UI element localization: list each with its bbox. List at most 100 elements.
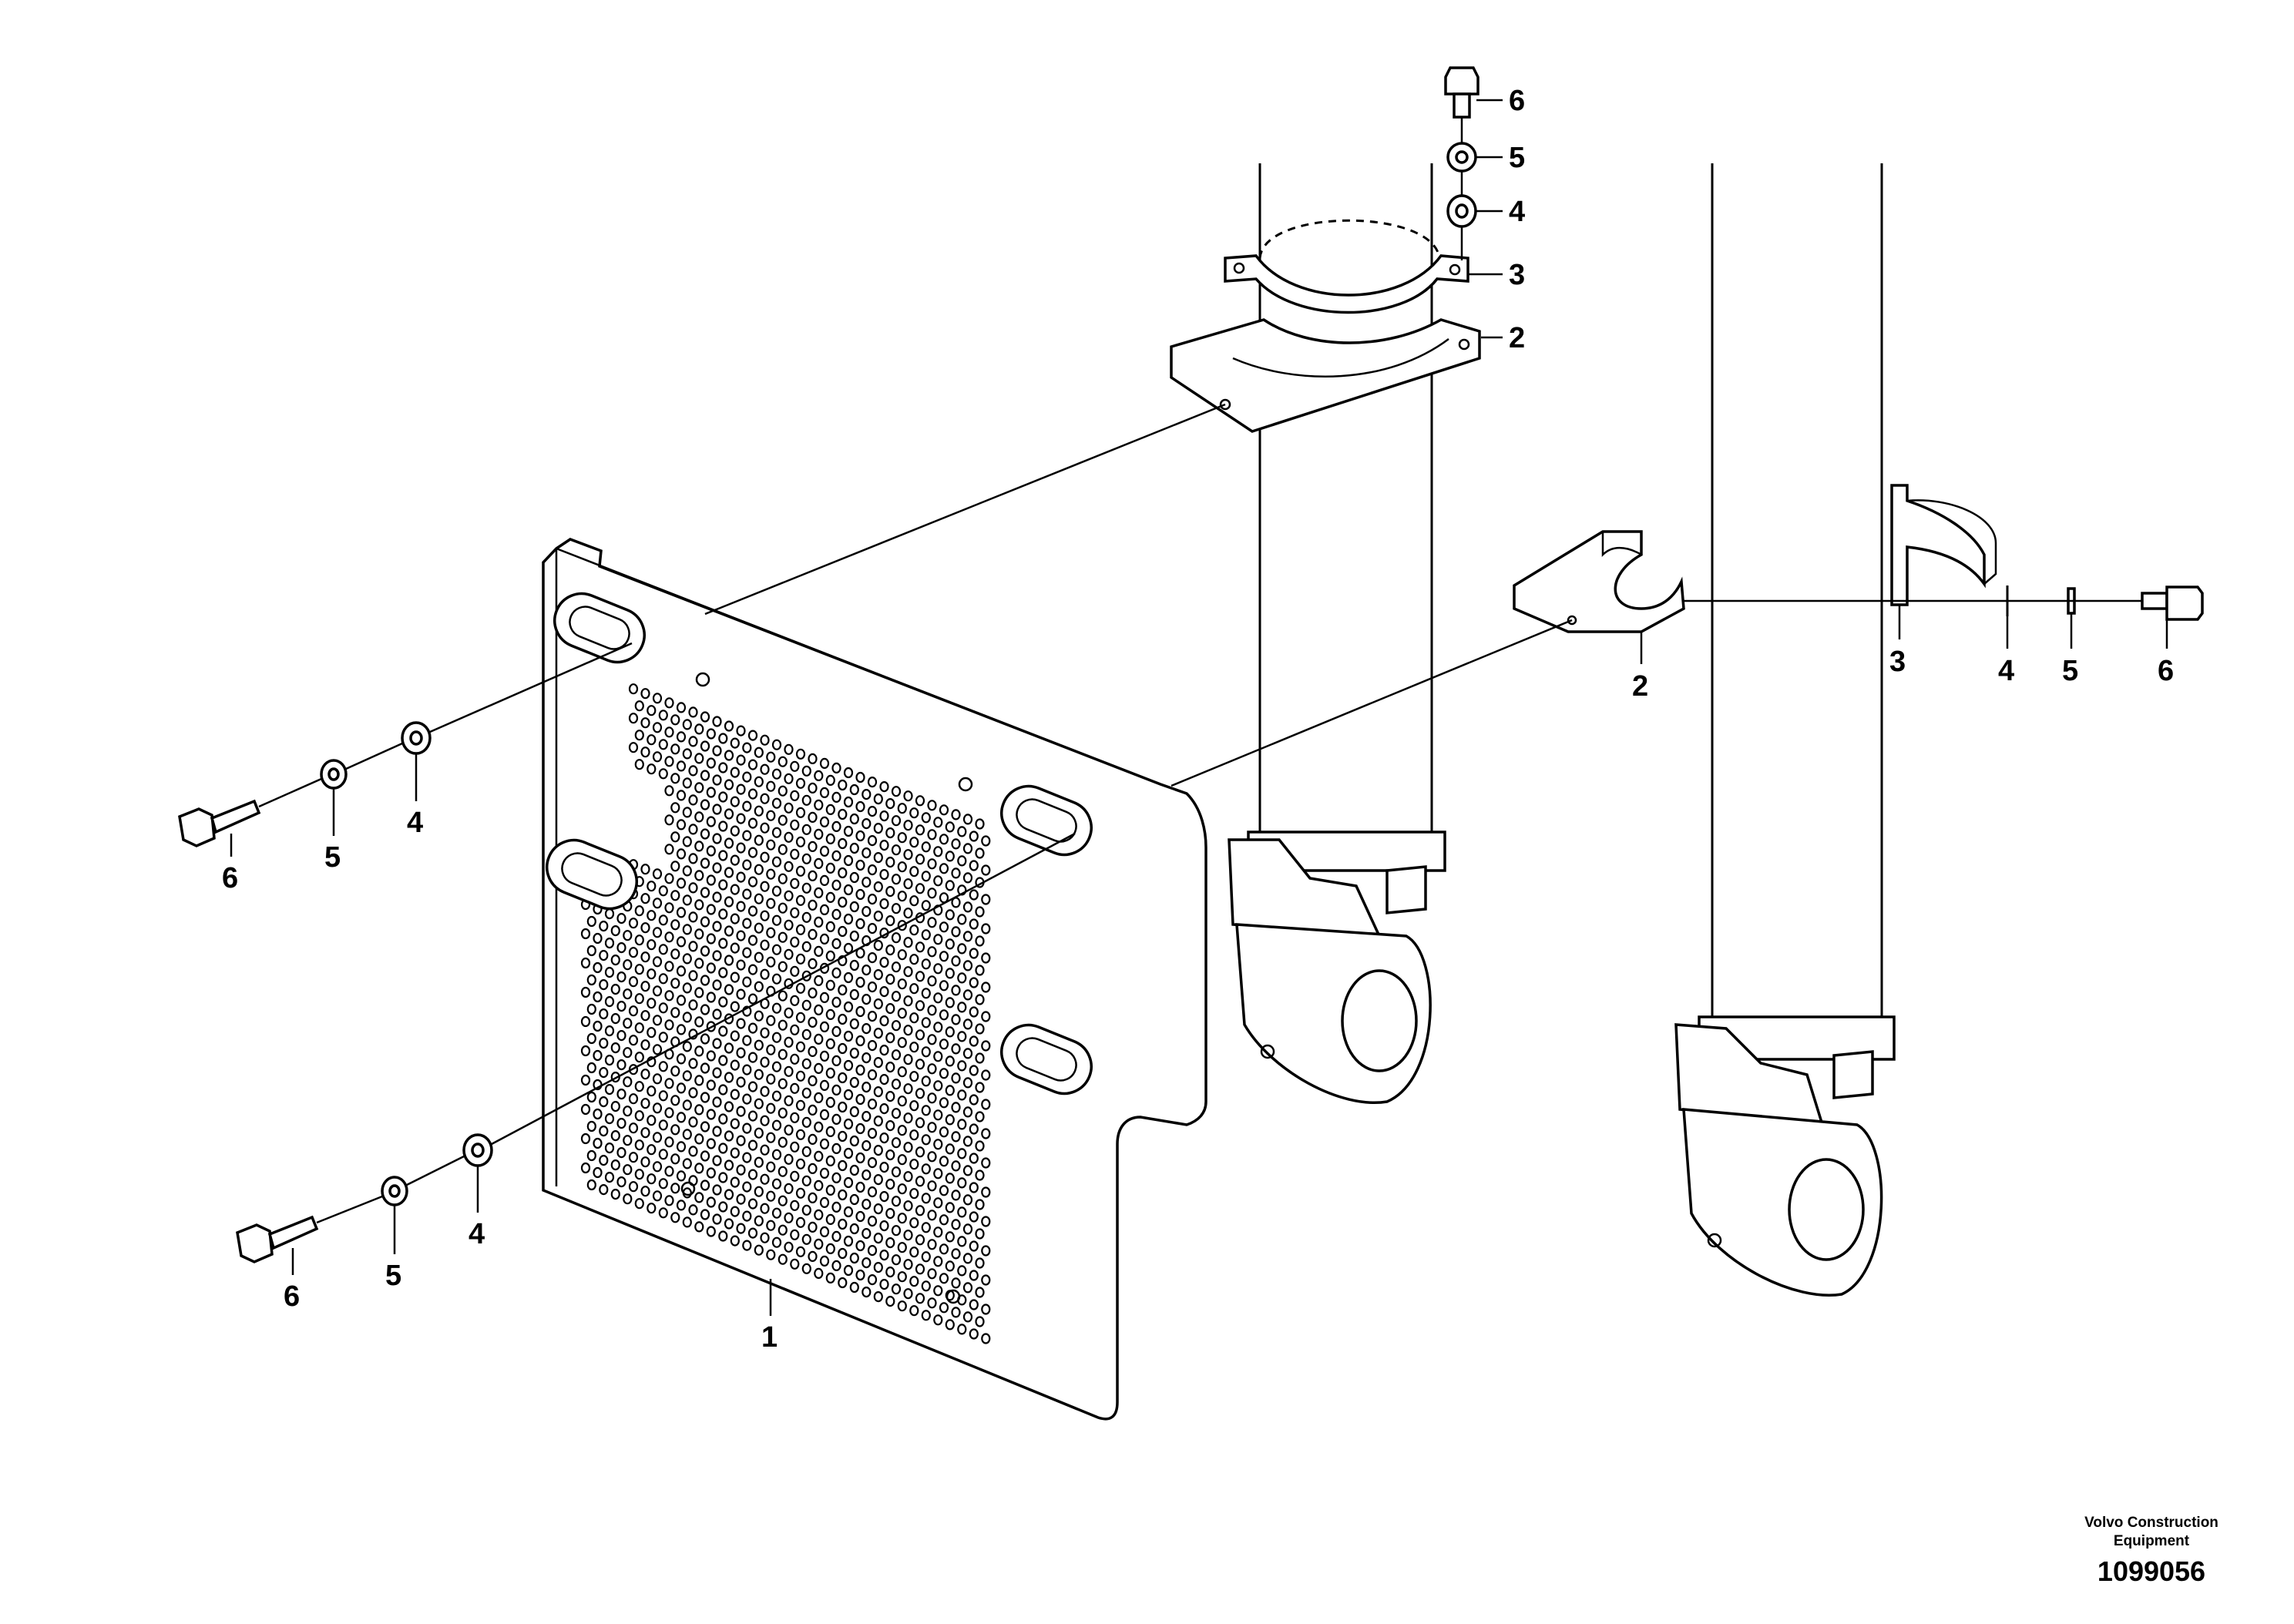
perforation-hole <box>616 1088 626 1100</box>
perforation-hole <box>939 1068 949 1079</box>
perforation-hole <box>951 1160 961 1172</box>
perforation-hole <box>724 896 734 908</box>
perforation-hole <box>909 954 919 965</box>
perforation-hole <box>808 899 818 911</box>
perforation-hole <box>586 974 596 986</box>
perforation-hole <box>933 1022 943 1033</box>
perforation-hole <box>688 970 698 981</box>
perforation-hole <box>801 882 811 894</box>
perforation-hole <box>604 1112 615 1125</box>
perforation-hole <box>981 1040 991 1052</box>
perforation-hole <box>981 864 991 876</box>
perforation-hole <box>849 1281 859 1293</box>
perforation-hole <box>784 831 794 843</box>
callout-panel: 1 <box>761 1321 778 1354</box>
perforation-hole <box>945 1202 955 1213</box>
perforation-hole <box>885 827 895 839</box>
perforation-hole <box>975 818 985 830</box>
perforation-hole <box>915 824 925 836</box>
perforation-hole <box>790 1112 800 1123</box>
perforation-hole <box>742 1093 752 1105</box>
perforation-hole <box>616 1059 626 1071</box>
perforation-hole <box>921 1280 931 1292</box>
perforation-hole <box>778 844 788 855</box>
perforation-hole <box>921 1163 931 1175</box>
perforation-hole <box>915 1263 925 1275</box>
perforation-hole <box>849 783 859 796</box>
perforation-hole <box>879 1073 889 1085</box>
perforation-hole <box>640 864 650 875</box>
perforation-hole <box>801 1058 811 1069</box>
perforation-hole <box>682 1129 692 1140</box>
perforation-hole <box>778 756 788 767</box>
perforation-hole <box>909 1217 919 1229</box>
perforation-hole <box>688 882 698 894</box>
perforation-hole <box>897 1125 907 1136</box>
perforation-hole <box>933 1285 943 1297</box>
washer-a-upper <box>1446 194 1477 228</box>
perforation-hole <box>700 1004 710 1015</box>
perforation-hole <box>915 1293 925 1304</box>
perforation-hole <box>903 1230 913 1241</box>
perforation-hole <box>790 1024 800 1035</box>
perforation-hole <box>766 780 776 792</box>
perforation-hole <box>652 927 663 938</box>
perforation-hole <box>688 1116 698 1128</box>
perforation-hole <box>670 1183 680 1194</box>
perforation-hole <box>873 1261 883 1273</box>
perforation-hole <box>862 817 872 830</box>
perforation-hole <box>694 1221 704 1233</box>
perforation-hole <box>843 1059 854 1072</box>
perforation-hole <box>808 870 818 882</box>
perforation-hole <box>736 1223 746 1234</box>
perforation-hole <box>921 1075 931 1087</box>
perforation-hole <box>634 700 644 712</box>
perforation-hole <box>819 1167 830 1179</box>
perforation-hole <box>873 1203 883 1215</box>
perforation-hole <box>903 820 913 831</box>
perforation-hole <box>747 1169 758 1180</box>
cylinder-left <box>1228 163 1446 1104</box>
perforation-hole <box>855 976 865 988</box>
perforation-hole <box>945 909 955 921</box>
perforation-hole <box>694 958 704 969</box>
perforation-hole <box>712 979 722 991</box>
perforation-hole <box>610 954 620 966</box>
perforation-hole <box>652 1132 663 1143</box>
perforation-hole <box>599 1096 609 1108</box>
perforation-hole <box>647 998 657 1009</box>
perforation-hole <box>682 1012 692 1023</box>
perforation-hole <box>885 973 895 985</box>
perforation-hole <box>700 828 710 840</box>
bolt-left-bottom <box>236 1215 319 1263</box>
perforation-hole <box>658 914 668 926</box>
perforation-hole <box>706 992 716 1003</box>
perforation-hole <box>843 1147 854 1159</box>
callout-washer-a-right: 4 <box>1998 655 2014 687</box>
perforation-hole <box>718 938 728 949</box>
perforation-hole <box>897 1037 907 1049</box>
perforation-hole <box>915 1117 925 1129</box>
perforation-hole <box>712 1096 722 1108</box>
perforation-hole <box>593 991 603 1003</box>
perforation-hole <box>867 893 878 905</box>
perforation-hole <box>682 924 692 935</box>
perforation-hole <box>676 1112 687 1123</box>
washer-b-left-top <box>320 759 348 790</box>
perforation-hole <box>647 705 657 716</box>
perforation-hole <box>747 1139 758 1151</box>
perforation-hole <box>903 849 913 861</box>
bolt-upper <box>1444 66 1480 119</box>
perforation-hole <box>927 1151 937 1163</box>
perforation-hole <box>747 1052 758 1063</box>
perforation-hole <box>736 1076 746 1088</box>
perforation-hole <box>885 1090 895 1102</box>
perforation-hole <box>814 857 824 870</box>
perforation-hole <box>676 907 687 918</box>
perforation-hole <box>784 1153 794 1165</box>
perforation-hole <box>712 745 722 757</box>
perforation-hole <box>658 1207 668 1219</box>
perforation-hole <box>664 1195 674 1206</box>
perforation-hole <box>915 1234 925 1246</box>
